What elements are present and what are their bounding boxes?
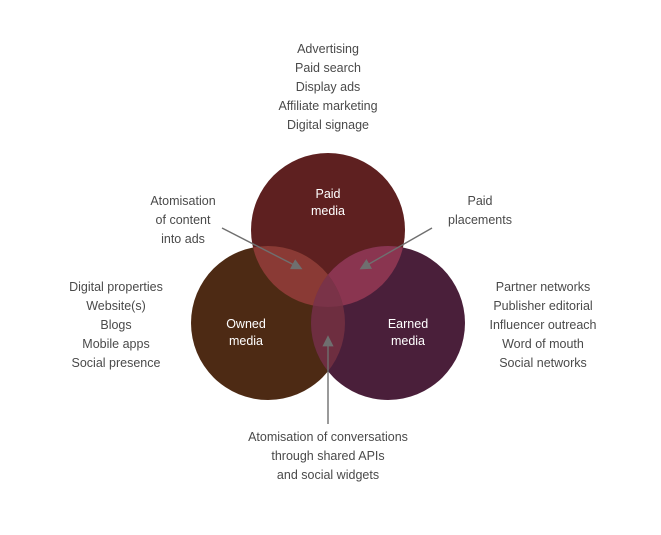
list-item: Partner networks	[495, 280, 591, 294]
earned-media-label: Earned media	[368, 316, 448, 350]
owned-label-line-2: media	[228, 334, 264, 348]
annotation-line: into ads	[161, 232, 205, 246]
annotation-line: Atomisation of conversations	[248, 430, 408, 444]
overlap-paid-earned	[311, 246, 405, 307]
list-item: Publisher editorial	[493, 299, 593, 313]
overlap-paid-owned	[251, 246, 345, 307]
paid-media-examples: Advertising Paid search Display ads Affi…	[238, 40, 418, 135]
annotation-line: Paid	[467, 194, 493, 208]
list-item: Advertising	[297, 42, 359, 56]
list-item: Paid search	[294, 61, 361, 75]
list-item: Display ads	[295, 80, 361, 94]
arrow-right	[359, 227, 433, 270]
owned-media-label: Owned media	[206, 316, 286, 350]
list-item: Mobile apps	[82, 337, 150, 351]
annotation-atomisation-content: Atomisation of content into ads	[128, 192, 238, 249]
annotation-line: placements	[448, 213, 512, 227]
annotation-line: of content	[155, 213, 211, 227]
owned-label-line-1: Owned	[226, 317, 266, 331]
annotation-line: through shared APIs	[271, 449, 385, 463]
list-item: Blogs	[100, 318, 132, 332]
list-item: Influencer outreach	[489, 318, 597, 332]
earned-label-line-2: media	[390, 334, 426, 348]
paid-label-line-1: Paid	[315, 187, 341, 201]
list-item: Digital signage	[287, 118, 369, 132]
arrow-left	[221, 227, 303, 270]
earned-media-examples: Partner networks Publisher editorial Inf…	[468, 278, 618, 373]
annotation-paid-placements: Paid placements	[430, 192, 530, 230]
list-item: Social presence	[71, 356, 161, 370]
list-item: Affiliate marketing	[278, 99, 378, 113]
owned-media-examples: Digital properties Website(s) Blogs Mobi…	[46, 278, 186, 373]
list-item: Digital properties	[69, 280, 163, 294]
annotation-line: and social widgets	[276, 468, 380, 482]
list-item: Social networks	[499, 356, 587, 370]
list-item: Word of mouth	[502, 337, 584, 351]
annotation-line: Atomisation	[150, 194, 216, 208]
paid-label-line-2: media	[310, 204, 346, 218]
list-item: Website(s)	[86, 299, 146, 313]
paid-media-label: Paid media	[288, 186, 368, 220]
annotation-atomisation-conversations: Atomisation of conversations through sha…	[218, 428, 438, 485]
earned-label-line-1: Earned	[387, 317, 429, 331]
